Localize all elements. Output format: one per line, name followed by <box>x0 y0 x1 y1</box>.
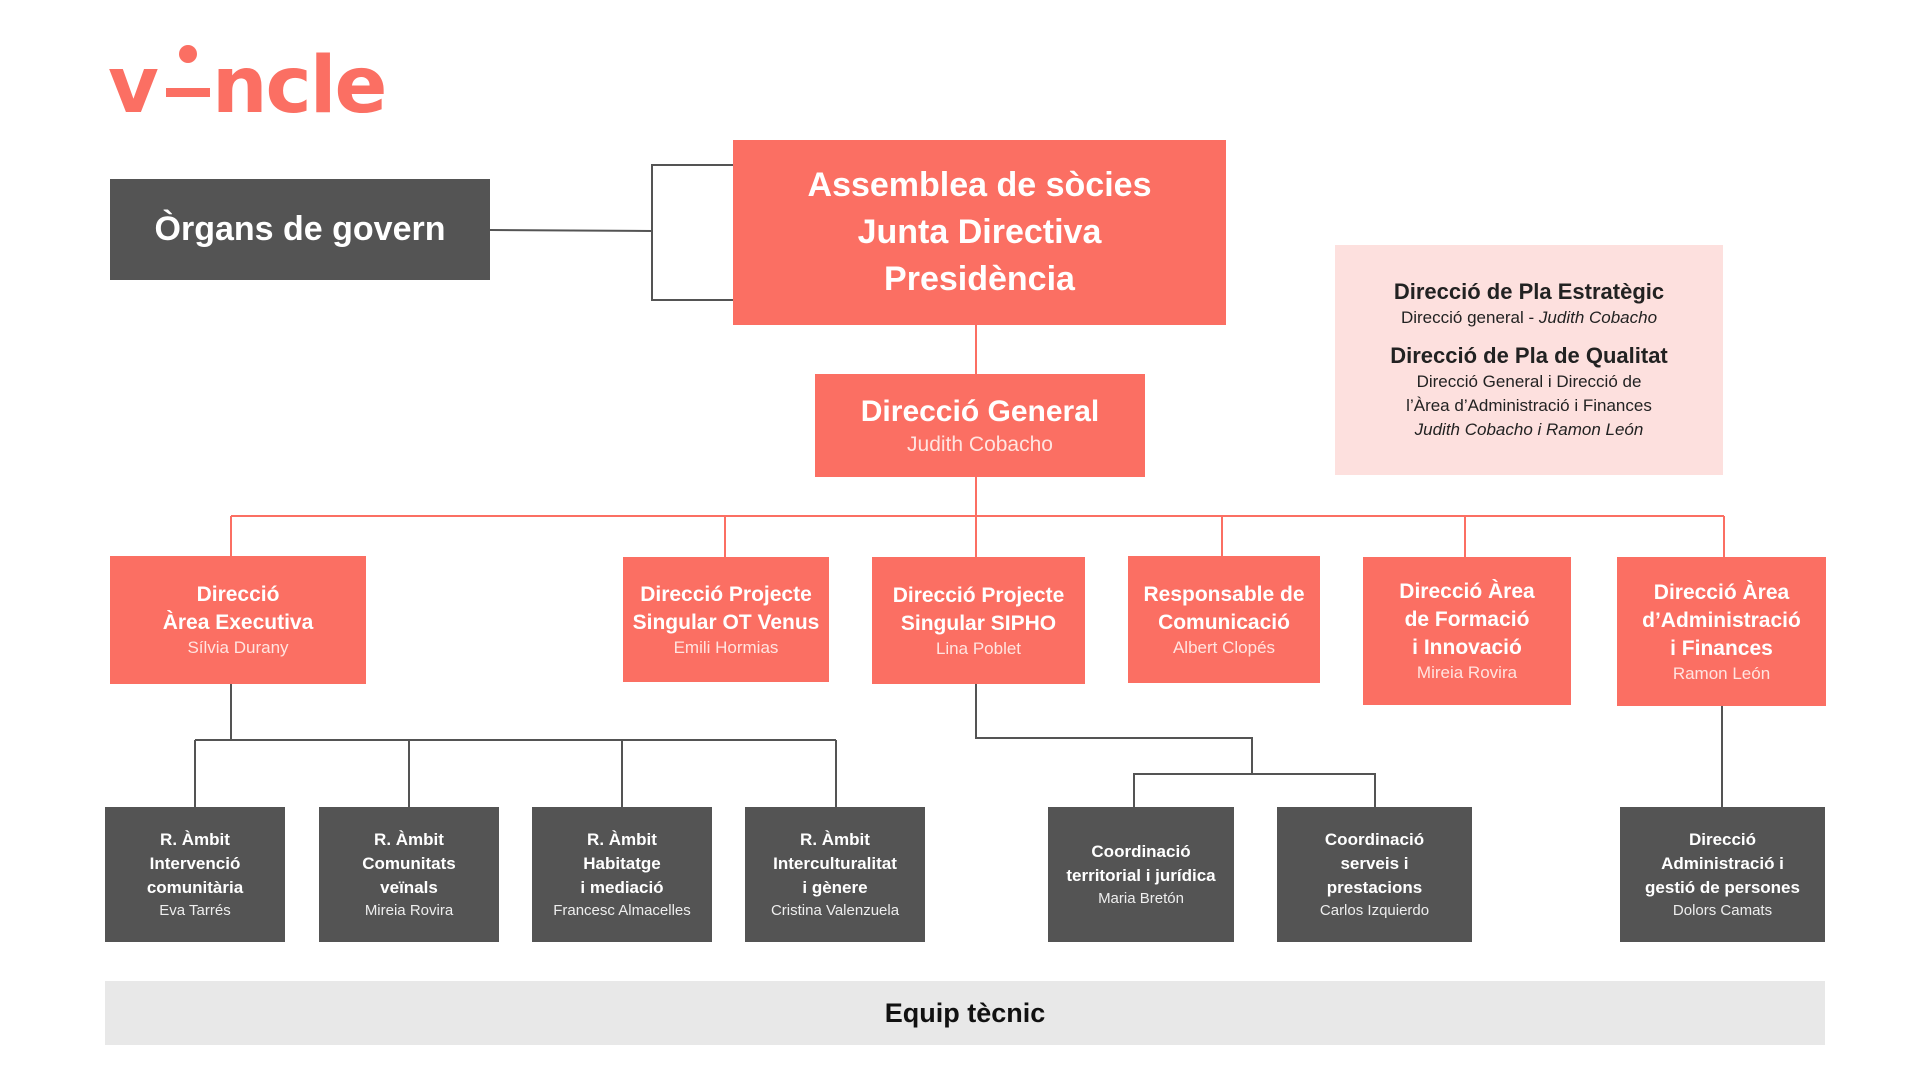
team-territorial-legal: Coordinació territorial i jurídica Maria… <box>1048 807 1234 942</box>
assembly-line-2: Junta Directiva <box>857 213 1102 251</box>
team-lead-name: Carlos Izquierdo <box>1319 901 1430 919</box>
quality-plan-title: Direcció de Pla de Qualitat <box>1390 343 1668 368</box>
team-administration-people: Direcció Administració i gestió de perso… <box>1620 807 1825 942</box>
general-direction-title: Direcció General <box>860 394 1100 428</box>
team-lead-name: Maria Bretón <box>1098 889 1184 907</box>
quality-plan-names: Judith Cobacho i Ramon León <box>1414 420 1644 439</box>
team-title: Coordinació serveis i prestacions <box>1324 829 1425 897</box>
team-interculturality-gender: R. Àmbit Interculturalitat i gènere Cris… <box>745 807 925 942</box>
strategic-plan-role-text: Direcció general - <box>1400 308 1539 327</box>
strategic-plan-name: Judith Cobacho <box>1538 308 1658 327</box>
direction-executive-area: Direcció Àrea Executiva Sílvia Durany <box>110 556 366 684</box>
communication-lead: Responsable de Comunicació Albert Clopés <box>1128 556 1320 683</box>
team-community-intervention: R. Àmbit Intervenció comunitària Eva Tar… <box>105 807 285 942</box>
quality-plan-role-1: Direcció General i Direcció de <box>1416 372 1642 391</box>
team-lead-name: Mireia Rovira <box>364 901 454 919</box>
assembly-line-3: Presidència <box>884 260 1075 298</box>
direction-title: Direcció Projecte Singular SIPHO <box>892 583 1065 635</box>
governing-bodies-box: Òrgans de govern <box>110 179 490 280</box>
governing-bodies-label: Òrgans de govern <box>154 210 446 248</box>
strategic-plan-title: Direcció de Pla Estratègic <box>1393 279 1665 304</box>
direction-sipho: Direcció Projecte Singular SIPHO Lina Po… <box>872 557 1085 684</box>
general-direction-box: Direcció General Judith Cobacho <box>815 374 1145 477</box>
general-direction-name: Judith Cobacho <box>907 432 1053 456</box>
svg-text:v: v <box>108 41 158 126</box>
direction-title: Direcció Àrea de Formació i Innovació <box>1399 580 1535 659</box>
direction-ot-venus: Direcció Projecte Singular OT Venus Emil… <box>623 557 829 682</box>
direction-connectors <box>230 325 1725 557</box>
team-lead-name: Eva Tarrés <box>159 901 231 919</box>
direction-training-innovation: Direcció Àrea de Formació i Innovació Mi… <box>1363 557 1571 705</box>
team-neighbourhood-communities: R. Àmbit Comunitats veïnals Mireia Rovir… <box>319 807 499 942</box>
quality-plan-role-2: l’Àrea d’Administració i Finances <box>1406 396 1652 415</box>
team-connectors <box>194 684 1723 807</box>
strategic-plan-role: Direcció general - Judith Cobacho <box>1401 306 1657 330</box>
team-title: R. Àmbit Interculturalitat i gènere <box>773 829 897 897</box>
team-services-benefits: Coordinació serveis i prestacions Carlos… <box>1277 807 1472 942</box>
assembly-box: Assemblea de sòcies Junta Directiva Pres… <box>733 140 1226 325</box>
direction-title: Direcció Projecte Singular OT Venus <box>632 582 820 634</box>
direction-administration-finance: Direcció Àrea d’Administració i Finances… <box>1617 557 1826 706</box>
direction-name: Emili Hormias <box>673 637 779 657</box>
team-lead-name: Cristina Valenzuela <box>770 901 900 919</box>
team-title: R. Àmbit Comunitats veïnals <box>362 829 456 897</box>
direction-name: Sílvia Durany <box>187 638 289 657</box>
team-title: R. Àmbit Habitatge i mediació <box>580 829 664 897</box>
team-lead-name: Dolors Camats <box>1672 901 1773 919</box>
direction-title: Direcció Àrea Executiva <box>162 583 314 634</box>
svg-text:ncle: ncle <box>212 41 385 126</box>
direction-title: Direcció Àrea d’Administració i Finances <box>1642 580 1801 660</box>
assembly-line-1: Assemblea de sòcies <box>807 166 1152 204</box>
team-lead-name: Francesc Almacelles <box>553 901 691 919</box>
team-title: Coordinació territorial i jurídica <box>1066 841 1216 885</box>
direction-name: Mireia Rovira <box>1416 663 1518 682</box>
team-housing-mediation: R. Àmbit Habitatge i mediació Francesc A… <box>532 807 712 942</box>
direction-title: Responsable de Comunicació <box>1143 582 1305 634</box>
governance-bracket <box>489 164 733 301</box>
team-title: R. Àmbit Intervenció comunitària <box>146 829 244 897</box>
plans-box: Direcció de Pla Estratègic Direcció gene… <box>1335 245 1723 475</box>
team-title: Direcció Administració i gestió de perso… <box>1645 829 1800 897</box>
direction-name: Albert Clopés <box>1172 637 1276 657</box>
direction-name: Ramon León <box>1672 663 1771 683</box>
vincle-logo: v ncle <box>108 41 387 126</box>
technical-team-band: Equip tècnic <box>105 981 1825 1045</box>
direction-name: Lina Poblet <box>935 638 1022 658</box>
technical-team-label: Equip tècnic <box>884 997 1046 1028</box>
